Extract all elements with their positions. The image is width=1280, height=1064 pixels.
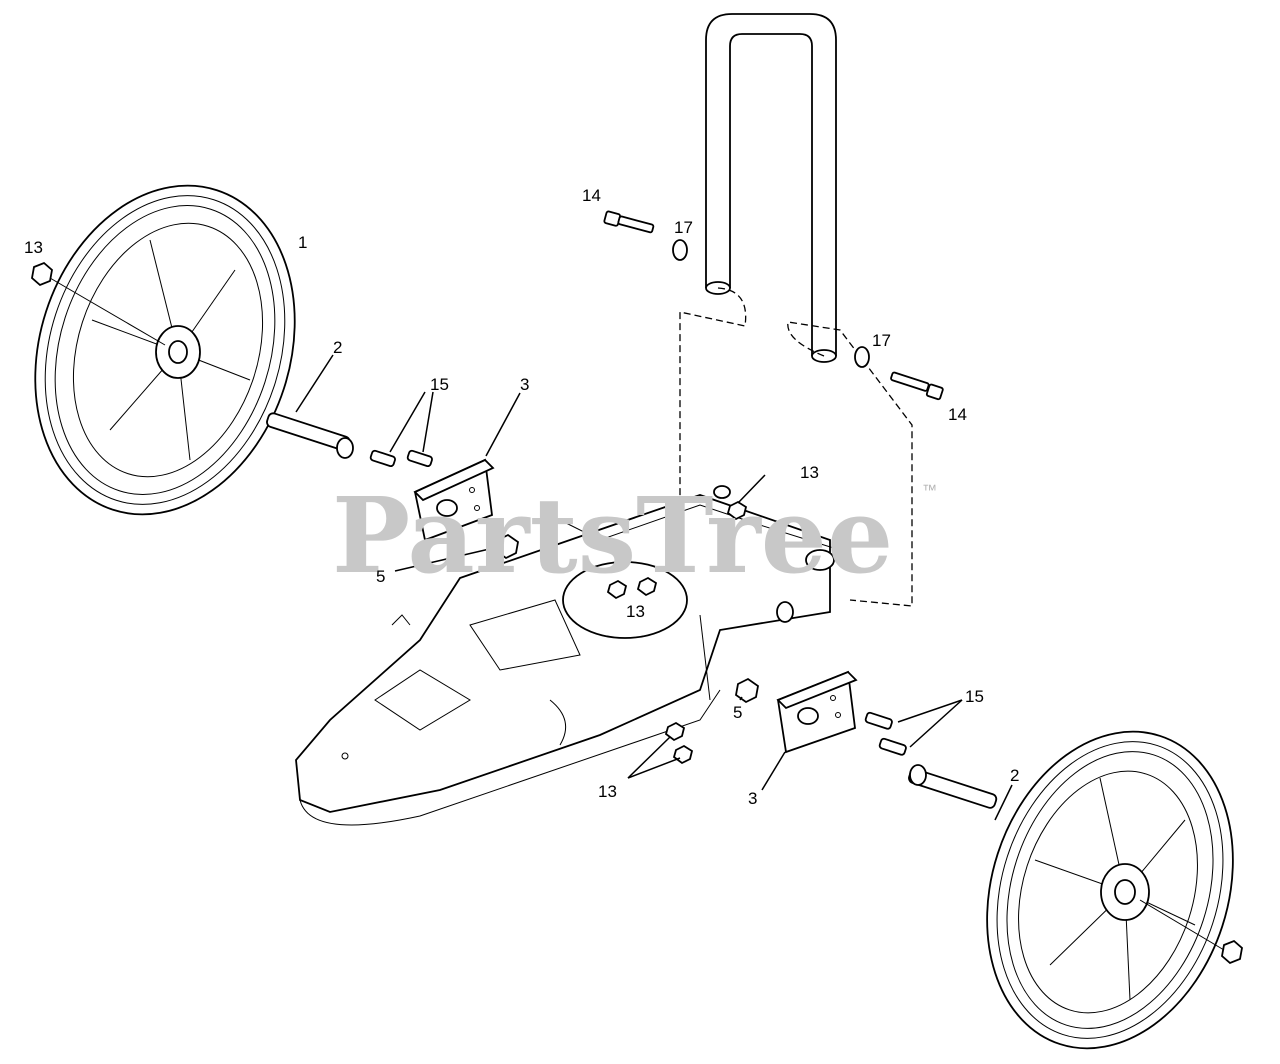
handle-assembly — [679, 13, 913, 607]
right-axle — [908, 764, 998, 809]
watermark-trademark: ™ — [922, 482, 937, 499]
deck — [295, 485, 841, 826]
watermark-text: PartsTree — [332, 474, 893, 597]
callout-13-center: 13 — [626, 602, 645, 621]
right-wheel-nut — [1221, 939, 1243, 965]
left-axle — [266, 412, 354, 459]
callout-2-left: 2 — [333, 338, 342, 357]
right-bracket — [776, 670, 858, 754]
callout-13-front: 13 — [598, 782, 617, 801]
callout-17-left: 17 — [674, 218, 693, 237]
callout-15-left: 15 — [430, 375, 449, 394]
right-bracket-bolts — [864, 711, 907, 756]
left-handle-washer — [672, 239, 688, 261]
left-bracket-bolts — [369, 449, 433, 468]
callout-14-left: 14 — [582, 186, 601, 205]
deck-nut-a — [606, 579, 628, 600]
leader-lines — [295, 354, 1013, 821]
deck-spindle-opening — [562, 561, 688, 639]
callout-3-left: 3 — [520, 375, 529, 394]
callout-3-right: 3 — [748, 789, 757, 808]
right-handle-washer — [854, 346, 870, 368]
left-bracket — [413, 458, 495, 542]
deck-nut-b — [636, 576, 658, 597]
right-wheel — [986, 730, 1234, 1050]
deck-nut-front-a — [664, 721, 686, 742]
callout-5-right: 5 — [733, 703, 742, 722]
callout-13-wheel: 13 — [24, 238, 43, 257]
callout-2-right: 2 — [1010, 766, 1019, 785]
left-bracket-nut — [495, 533, 519, 560]
callout-5-left: 5 — [376, 567, 385, 586]
callout-15-right: 15 — [965, 687, 984, 706]
callout-1: 1 — [298, 233, 307, 252]
right-bracket-nut — [735, 677, 759, 704]
callout-17-right: 17 — [872, 331, 891, 350]
left-wheel-nut — [31, 261, 53, 287]
deck-label-plate — [374, 669, 471, 731]
right-handle-bolt — [890, 371, 944, 401]
deck-nut-front-b — [672, 744, 694, 765]
callout-13-rear: 13 — [800, 463, 819, 482]
left-wheel — [34, 184, 296, 516]
callout-14-right: 14 — [948, 405, 967, 424]
left-handle-bolt — [603, 210, 655, 234]
